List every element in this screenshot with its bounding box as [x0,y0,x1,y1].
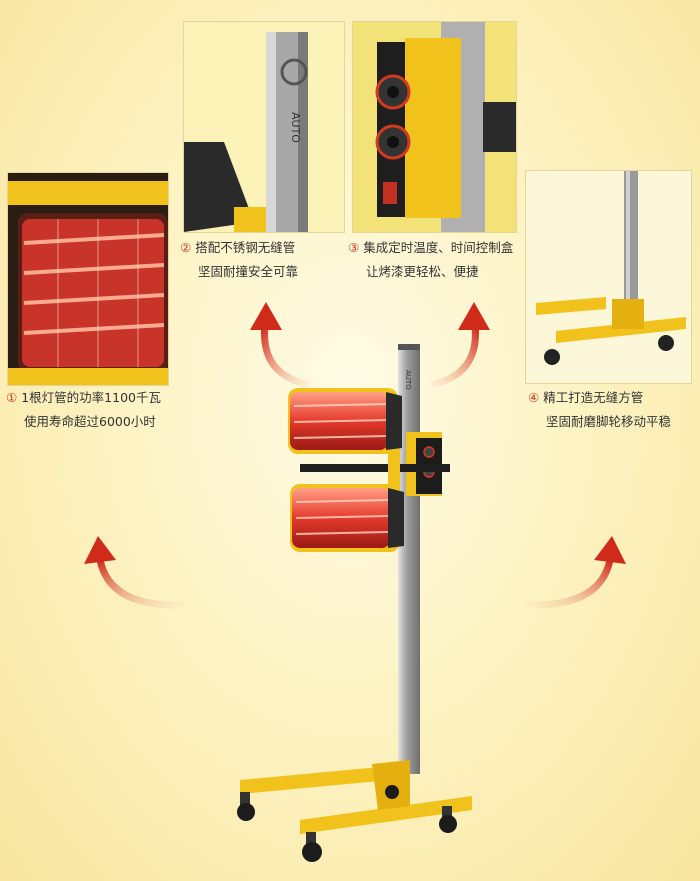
lamp-closeup-image [8,173,168,385]
feature-number: ② [180,240,192,255]
infrared-lamp-stand-image: AUTO [237,344,472,862]
feature-number: ④ [528,390,540,405]
feature-number: ① [6,390,18,405]
base-closeup-image [526,171,691,383]
feature-number: ③ [348,240,360,255]
pole-closeup-panel: AUTO [183,21,345,233]
arrow-left-icon [84,536,186,609]
arrow-up-left-icon [250,302,311,389]
pole-brand-text: AUTO [289,112,302,143]
pole-closeup-image: AUTO [184,22,344,232]
control-box-panel [352,21,517,233]
control-box-image [353,22,516,232]
base-closeup-panel [525,170,692,384]
lamp-closeup-panel [7,172,169,386]
arrow-right-icon [524,536,626,609]
stand-brand-text: AUTO [404,370,412,390]
arrow-up-right-icon [429,302,490,389]
